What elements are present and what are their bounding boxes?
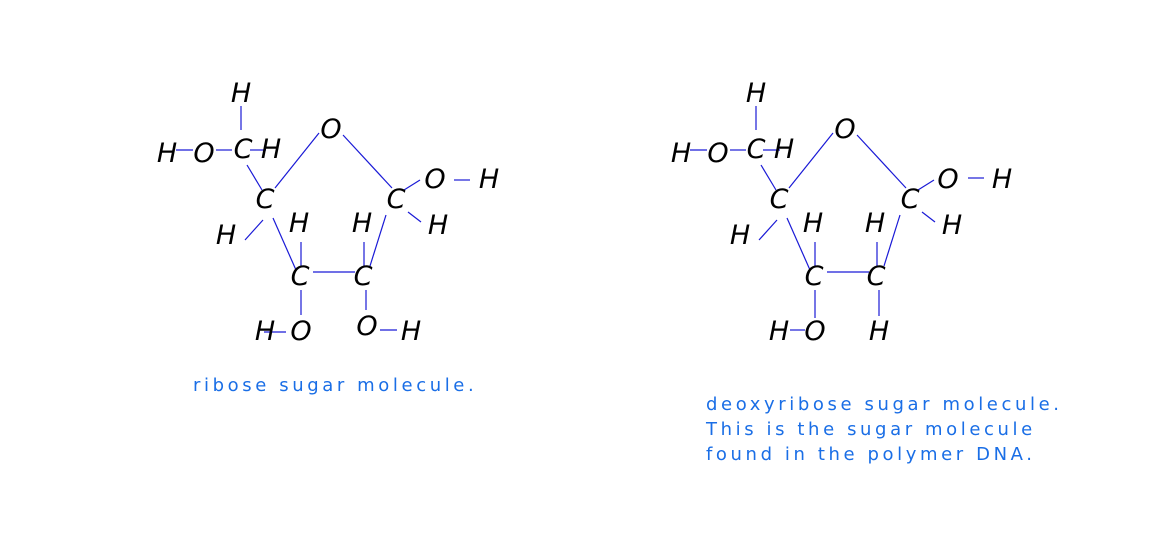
deoxyribose-caption-line-2: This is the sugar molecule xyxy=(706,419,1036,440)
ribose-atom-h: H xyxy=(289,208,309,239)
deoxyribose-atom-c: C xyxy=(805,261,824,292)
deoxyribose-atom-c: C xyxy=(867,261,886,292)
ribose-atom-c: C xyxy=(387,184,406,215)
ribose-atom-h: H xyxy=(216,220,236,251)
deoxyribose-atom-h: H xyxy=(671,138,691,169)
ribose-atom-o: O xyxy=(290,316,311,347)
ribose-atom-o: O xyxy=(424,164,445,195)
ribose-atom-h: H xyxy=(157,138,177,169)
ribose-bond xyxy=(403,179,421,191)
ribose-atom-h: H xyxy=(428,210,448,241)
deoxyribose-atom-c: C xyxy=(747,134,766,165)
deoxyribose-bond xyxy=(788,132,834,189)
ribose-bond xyxy=(244,219,264,241)
ribose-atom-h: H xyxy=(255,316,275,347)
ribose-bond xyxy=(274,132,320,189)
ribose-bond xyxy=(407,211,422,223)
ribose-atom-c: C xyxy=(291,261,310,292)
ribose-atom-o: O xyxy=(356,311,377,342)
deoxyribose-bond xyxy=(921,211,936,223)
ribose-atom-o: O xyxy=(193,138,214,169)
deoxyribose-atom-o: O xyxy=(834,114,855,145)
deoxyribose-bond xyxy=(758,219,778,241)
ribose-atom-h: H xyxy=(479,164,499,195)
ribose-bond xyxy=(246,164,263,191)
deoxyribose-bond xyxy=(917,179,935,191)
deoxyribose-bond xyxy=(856,134,907,189)
deoxyribose-atom-c: C xyxy=(901,184,920,215)
ribose-atom-c: C xyxy=(256,184,275,215)
ribose-atom-h: H xyxy=(352,208,372,239)
deoxyribose-bond xyxy=(883,214,901,267)
ribose-atom-c: C xyxy=(354,261,373,292)
deoxyribose-bond xyxy=(786,217,811,271)
deoxyribose-atom-h: H xyxy=(942,210,962,241)
ribose-atom-h: H xyxy=(231,78,251,109)
ribose-caption: ribose sugar molecule. xyxy=(193,375,478,396)
deoxyribose-caption: deoxyribose sugar molecule. This is the s… xyxy=(706,392,1063,467)
ribose-bond xyxy=(342,134,393,189)
deoxyribose-atom-h: H xyxy=(803,208,823,239)
ribose-bond xyxy=(369,214,387,267)
deoxyribose-atom-h: H xyxy=(774,134,794,165)
deoxyribose-caption-line-3: found in the polymer DNA. xyxy=(706,444,1036,465)
deoxyribose-atom-h: H xyxy=(992,164,1012,195)
ribose-atom-h: H xyxy=(401,316,421,347)
deoxyribose-atom-h: H xyxy=(865,208,885,239)
deoxyribose-atom-h: H xyxy=(869,316,889,347)
deoxyribose-atom-h: H xyxy=(746,78,766,109)
deoxyribose-atom-o: O xyxy=(804,316,825,347)
ribose-bond xyxy=(272,217,297,271)
deoxyribose-caption-line-1: deoxyribose sugar molecule. xyxy=(706,394,1063,415)
deoxyribose-atom-c: C xyxy=(770,184,789,215)
deoxyribose-atom-o: O xyxy=(937,164,958,195)
deoxyribose-atom-h: H xyxy=(730,220,750,251)
ribose-atom-h: H xyxy=(261,134,281,165)
ribose-atom-c: C xyxy=(234,134,253,165)
deoxyribose-bond xyxy=(760,164,777,191)
ribose-atom-o: O xyxy=(320,114,341,145)
deoxyribose-atom-h: H xyxy=(769,316,789,347)
deoxyribose-atom-o: O xyxy=(707,138,728,169)
